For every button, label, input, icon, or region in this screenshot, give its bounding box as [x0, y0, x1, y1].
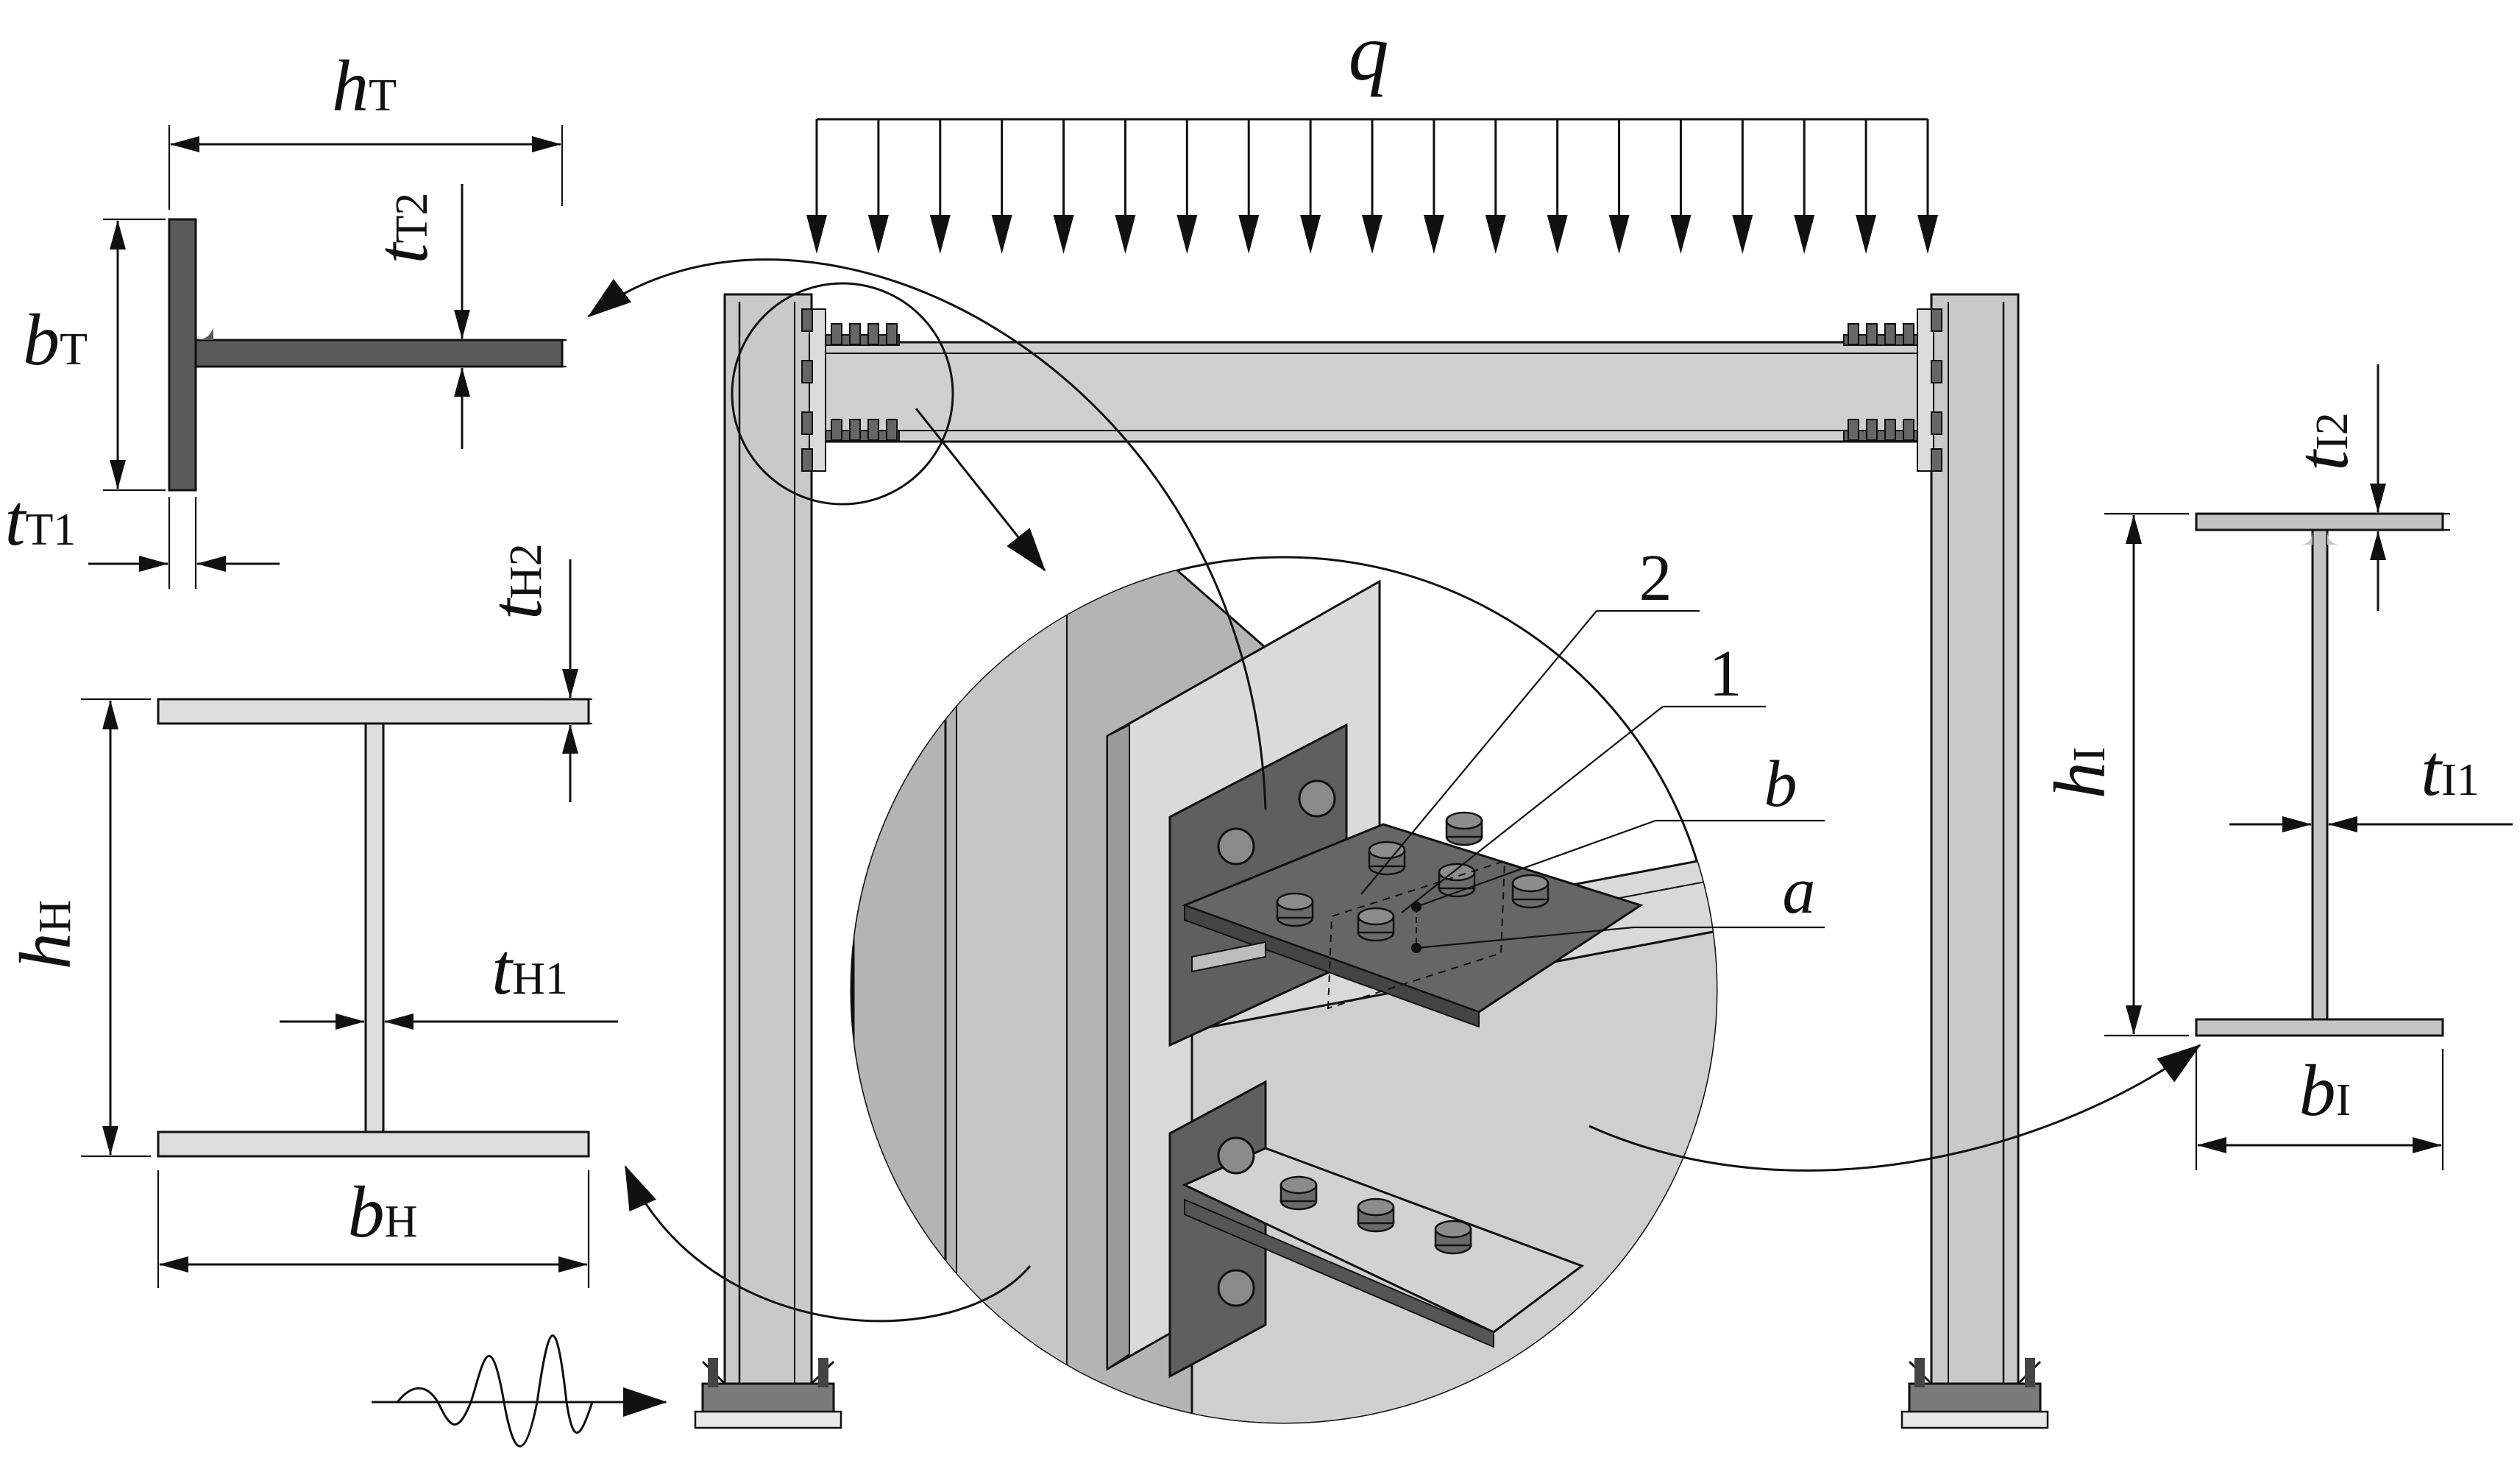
load-arrowhead	[1856, 215, 1877, 254]
left-connection	[801, 308, 900, 472]
support-base-icon	[1900, 1358, 2049, 1429]
column-h-label: hH	[4, 900, 86, 970]
tee-t2-label: tT2	[361, 193, 443, 264]
detail-label-2: 2	[1639, 542, 1672, 615]
callout-arrows	[587, 258, 2201, 1323]
tee-b-label: bT	[23, 299, 88, 381]
tee-h-label: hT	[332, 45, 397, 127]
load-arrowhead	[929, 215, 951, 254]
column-b-label: bH	[348, 1171, 418, 1253]
load-arrowhead	[1238, 215, 1260, 254]
load-arrowhead	[991, 215, 1012, 254]
bolt-icon	[1279, 1175, 1318, 1211]
load-arrowhead	[1176, 215, 1198, 254]
load-arrowhead	[1423, 215, 1444, 254]
detail-circle-small	[731, 282, 1046, 572]
beam-section: hI bI tI1 tI2	[2039, 364, 2513, 1170]
detail-leaders	[1360, 609, 1825, 949]
load-arrowhead	[1485, 215, 1506, 254]
bolt-icon	[1445, 811, 1483, 846]
bolt-icon	[1434, 1220, 1472, 1255]
ground-motion-icon	[372, 1334, 667, 1448]
detail-label-1: 1	[1709, 637, 1742, 710]
load-arrowhead	[1362, 215, 1383, 254]
bolt-icon	[1357, 907, 1395, 942]
load-arrowhead	[1547, 215, 1568, 254]
bolt-icon	[1511, 874, 1550, 909]
tee-section: hT bT tT1 tT2	[5, 45, 567, 589]
bolt-icon	[1276, 892, 1314, 927]
load-arrowhead	[1115, 215, 1136, 254]
detail-bubble: 2 1 b a	[850, 542, 1825, 1424]
column-t2-label: tH2	[475, 543, 557, 620]
bottom-tee-stub	[1168, 1080, 1585, 1379]
load-arrowhead	[1917, 215, 1938, 254]
top-tee-stub	[1168, 723, 1644, 1047]
load-arrowhead	[1794, 215, 1815, 254]
load-arrowhead	[867, 215, 889, 254]
left-column	[723, 293, 813, 1404]
load-arrowhead	[1053, 215, 1074, 254]
beam-t2-label: tI2	[2282, 412, 2363, 470]
load-arrowhead	[1670, 215, 1692, 254]
load-label: q	[1349, 7, 1389, 97]
beam-b-label: bI	[2299, 1050, 2352, 1131]
tee-t1-label: tT1	[5, 479, 77, 561]
right-column	[1930, 293, 2020, 1404]
bolt-icon	[1357, 1197, 1395, 1233]
distributed-load: q	[806, 7, 1938, 254]
column-section: hH bH tH1 tH2	[4, 543, 618, 1288]
beam-h-label: hI	[2039, 747, 2120, 799]
load-arrowhead	[1732, 215, 1753, 254]
support-base-icon	[694, 1358, 842, 1429]
beam-t1-label: tI1	[2421, 729, 2479, 811]
frame	[694, 293, 2049, 1429]
beam	[815, 341, 1929, 443]
right-connection	[1843, 308, 1942, 472]
load-arrowhead	[806, 215, 827, 254]
load-arrowhead	[1300, 215, 1321, 254]
load-arrowhead	[1608, 215, 1630, 254]
detail-label-a: a	[1783, 854, 1816, 927]
column-t1-label: tH1	[491, 928, 568, 1010]
detail-label-b: b	[1764, 748, 1797, 821]
bolt-icon	[1368, 841, 1406, 876]
